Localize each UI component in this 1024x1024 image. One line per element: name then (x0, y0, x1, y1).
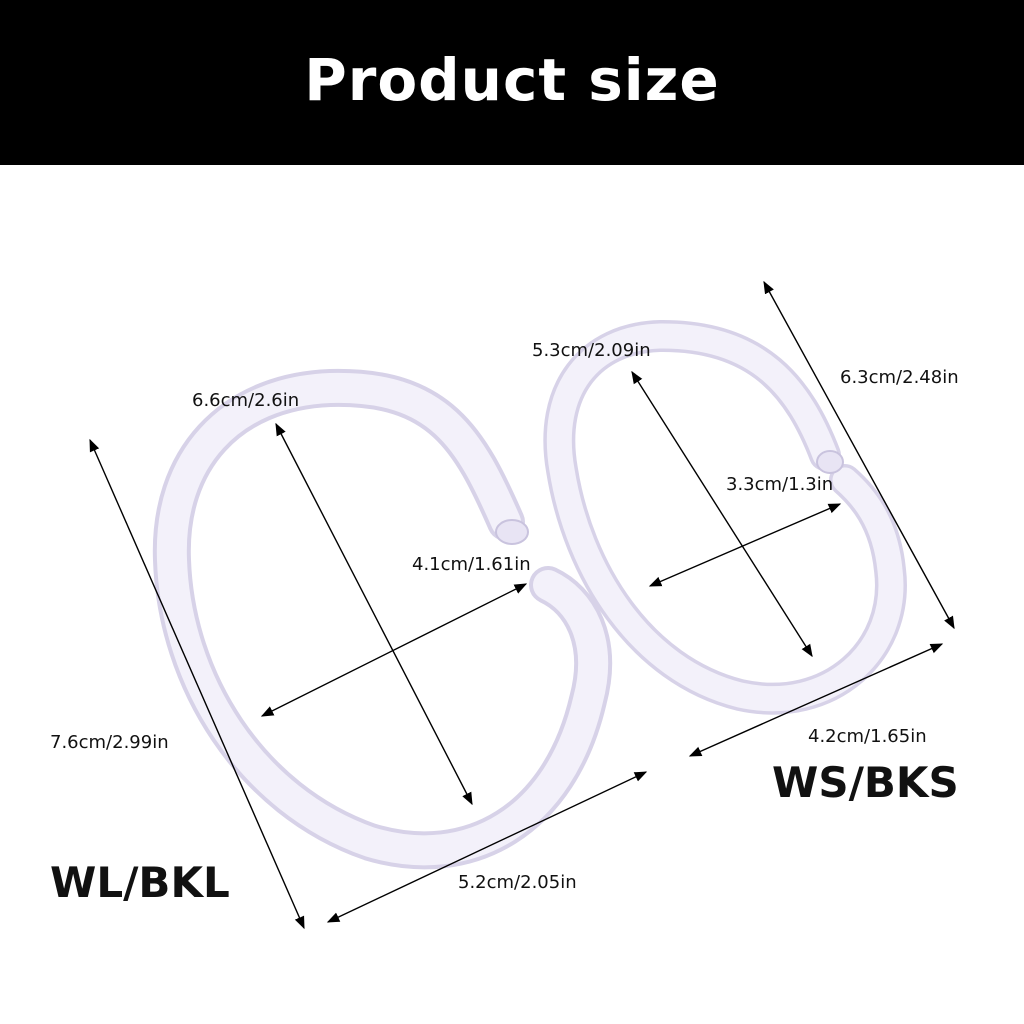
small-inner-length-label: 5.3cm/2.09in (532, 340, 651, 361)
small-inner-length-arrow (631, 370, 813, 658)
header-banner: Product size (0, 0, 1024, 165)
large-ring-shadow (152, 368, 613, 870)
large-inner-width-arrow (260, 583, 528, 717)
large-overall-width-label: 5.2cm/2.05in (458, 872, 577, 893)
small-overall-width-label: 4.2cm/1.65in (808, 726, 927, 747)
small-inner-width-label: 3.3cm/1.3in (726, 474, 833, 495)
small-overall-length-label: 6.3cm/2.48in (840, 367, 959, 388)
large-ring-model-label: WL/BKL (50, 858, 230, 907)
large-inner-length-label: 6.6cm/2.6in (192, 390, 299, 411)
large-inner-width-label: 4.1cm/1.61in (412, 554, 531, 575)
large-overall-length-arrow (89, 438, 305, 930)
small-inner-width-arrow (648, 503, 842, 587)
small-overall-width-arrow (688, 643, 944, 757)
large-overall-length-label: 7.6cm/2.99in (50, 732, 169, 753)
small-ring-clasp (816, 450, 844, 474)
small-ring-model-label: WS/BKS (772, 758, 959, 807)
large-ring (152, 368, 613, 870)
large-ring-clasp (495, 519, 529, 545)
page-title: Product size (304, 45, 720, 114)
large-inner-length-arrow (275, 422, 473, 806)
large-overall-width-arrow (326, 771, 648, 923)
small-overall-length-arrow (763, 280, 955, 630)
